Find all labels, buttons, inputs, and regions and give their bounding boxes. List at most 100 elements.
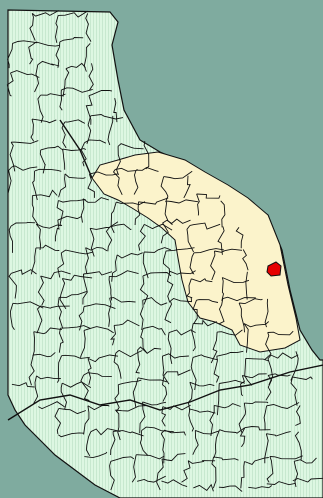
municipal-border	[83, 372, 112, 377]
municipal-border	[56, 200, 64, 227]
municipal-border	[37, 94, 44, 123]
municipal-border	[213, 429, 220, 458]
municipal-border	[55, 41, 61, 68]
municipal-border	[189, 222, 221, 230]
municipal-border	[30, 118, 35, 142]
municipal-border	[80, 198, 85, 223]
municipal-border	[161, 479, 188, 488]
municipal-border	[218, 485, 243, 492]
municipal-border	[193, 319, 218, 327]
municipal-border	[266, 402, 300, 409]
municipal-border	[10, 303, 15, 330]
municipal-border	[192, 430, 199, 455]
municipal-border	[268, 373, 291, 377]
municipal-border	[240, 461, 245, 489]
municipal-border	[115, 349, 143, 358]
municipal-border	[139, 275, 149, 305]
municipal-border	[211, 456, 217, 489]
municipal-border	[138, 197, 169, 205]
municipal-border	[85, 431, 92, 457]
municipal-border	[40, 93, 66, 97]
municipal-border	[88, 89, 112, 97]
municipal-border	[166, 218, 191, 224]
municipal-border	[10, 70, 40, 78]
municipal-border	[112, 169, 123, 195]
municipal-border	[219, 379, 246, 384]
municipal-border	[57, 297, 64, 329]
municipal-border	[6, 72, 14, 97]
municipal-border	[295, 405, 301, 426]
municipal-border	[11, 382, 35, 388]
municipal-border	[136, 454, 165, 460]
municipal-border	[30, 247, 37, 275]
municipal-border	[160, 429, 186, 436]
municipal-border	[264, 332, 272, 360]
municipal-border	[139, 401, 146, 434]
municipal-border	[105, 226, 113, 252]
municipal-border	[12, 301, 44, 309]
municipal-border	[186, 225, 195, 253]
municipal-border	[187, 382, 193, 411]
municipal-border	[83, 303, 116, 310]
municipal-border	[58, 328, 64, 353]
municipal-border	[216, 383, 220, 416]
selected-municipality	[266, 261, 282, 277]
municipal-border	[209, 405, 215, 437]
municipal-border	[191, 323, 196, 352]
municipal-border	[239, 427, 246, 448]
municipal-border	[34, 64, 39, 93]
municipal-border	[31, 10, 60, 17]
municipal-border	[160, 219, 169, 244]
municipal-border	[161, 356, 170, 385]
municipal-border	[79, 330, 86, 358]
municipal-border	[244, 457, 269, 465]
municipal-border	[40, 145, 64, 151]
municipal-border	[238, 403, 246, 433]
municipal-border	[245, 357, 269, 362]
municipal-border	[29, 13, 36, 41]
municipal-border	[58, 173, 67, 198]
municipal-border	[264, 433, 269, 464]
municipal-border	[85, 95, 93, 125]
municipal-border	[113, 97, 118, 123]
municipal-border	[196, 193, 221, 199]
municipal-border	[213, 456, 239, 461]
municipal-border	[290, 376, 298, 406]
municipal-border	[196, 299, 219, 303]
municipal-border	[156, 458, 164, 491]
municipal-border	[163, 369, 191, 376]
municipal-border	[78, 306, 85, 331]
municipal-border	[109, 297, 136, 303]
municipal-border	[238, 302, 245, 333]
municipal-border	[219, 298, 225, 325]
municipal-border	[62, 274, 93, 281]
municipal-border	[62, 381, 92, 388]
municipal-border	[134, 201, 141, 226]
municipal-border	[54, 220, 60, 242]
municipal-border	[36, 375, 61, 380]
municipal-border	[162, 375, 168, 402]
municipal-border	[32, 331, 35, 357]
municipal-border	[131, 454, 137, 483]
municipal-border	[266, 431, 291, 437]
municipal-border	[213, 356, 220, 383]
municipal-border	[57, 215, 82, 221]
municipal-border	[162, 250, 170, 273]
municipal-border	[58, 198, 86, 203]
municipal-border	[115, 409, 121, 441]
municipal-border	[85, 246, 108, 252]
municipal-border	[90, 428, 121, 436]
municipal-borders	[6, 10, 323, 492]
municipal-border	[244, 401, 269, 405]
municipal-border	[169, 270, 196, 275]
municipal-border	[188, 408, 194, 432]
municipal-border	[55, 15, 59, 43]
municipal-border	[54, 408, 62, 434]
municipal-border	[196, 193, 200, 216]
municipal-border	[214, 248, 243, 253]
municipal-border	[242, 249, 249, 271]
municipal-border	[87, 354, 119, 363]
municipal-border	[161, 453, 186, 462]
municipal-border	[28, 44, 34, 65]
